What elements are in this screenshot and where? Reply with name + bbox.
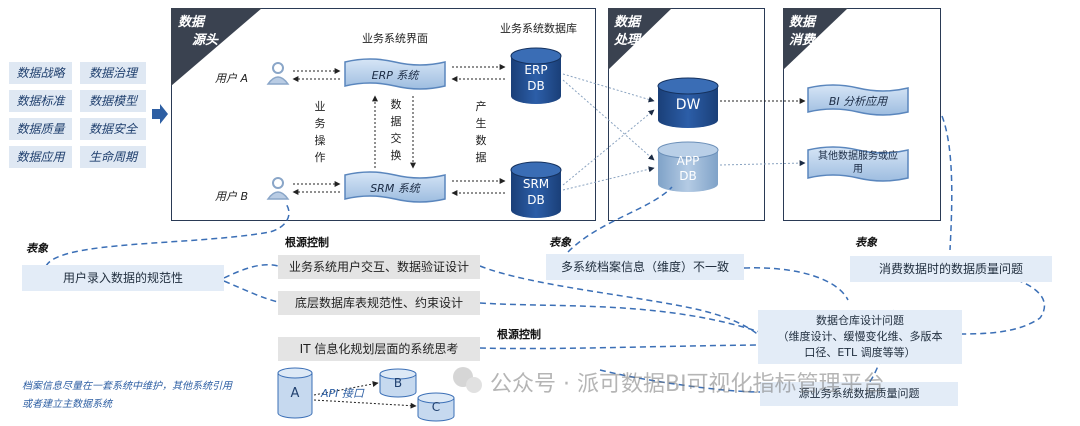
api-label: API 接口 — [321, 387, 364, 400]
exchange-label: 数据交换 — [390, 98, 402, 162]
erp-system-shape — [344, 58, 446, 90]
db-a-label: A — [290, 386, 300, 401]
user-b-label: 用户 B — [215, 190, 249, 203]
dw-db-icon — [657, 77, 719, 128]
it-planning-box: IT 信息化规划层面的系统思考 — [278, 337, 480, 361]
db-section-title: 业务系统数据库 — [500, 22, 577, 35]
gov-tag: 数据战略 — [9, 62, 72, 84]
consumption-quality-box: 消费数据时的数据质量问题 — [850, 256, 1052, 282]
other-service-label: 其他数据服务或应用 — [818, 151, 898, 175]
source-quality-box: 源业务系统数据质量问题 — [760, 382, 958, 406]
gov-tag: 数据应用 — [9, 146, 72, 168]
user-input-box: 用户录入数据的规范性 — [22, 265, 224, 291]
wechat-icon — [453, 367, 482, 393]
erp-system-label: ERP 系统 — [371, 69, 419, 82]
surface-header-1: 表象 — [26, 242, 48, 255]
gov-tag: 数据质量 — [9, 118, 72, 140]
panel-tab-shape — [783, 8, 848, 70]
gov-tag: 生命周期 — [80, 146, 146, 168]
srm-system-shape — [344, 171, 446, 203]
flow-arrow — [152, 104, 168, 124]
panel-tab-shape — [608, 8, 672, 70]
root-header-1: 根源控制 — [285, 236, 329, 249]
db-a-icon — [277, 367, 313, 419]
db-c-icon — [417, 392, 455, 422]
ui-section-title: 业务系统界面 — [362, 32, 428, 45]
user-b-icon — [266, 177, 290, 200]
gov-tag: 数据治理 — [80, 62, 146, 84]
ops-label: 业务操作 — [314, 100, 326, 164]
gov-tag: 数据模型 — [80, 90, 146, 112]
erp-db-icon — [510, 47, 562, 104]
bi-app-label: BI 分析应用 — [828, 95, 888, 108]
surface-header-2: 表象 — [549, 236, 571, 249]
archive-note: 档案信息尽量在一套系统中维护，其他系统引用或者建立主数据系统 — [22, 381, 232, 410]
panel-tab-processing: 数据处理 — [614, 15, 641, 48]
gov-tag: 数据安全 — [80, 118, 146, 140]
surface-header-3: 表象 — [855, 236, 877, 249]
srm-db-icon — [510, 161, 562, 218]
gov-tag: 数据标准 — [9, 90, 72, 112]
app-db-icon — [657, 141, 719, 192]
root-header-2: 根源控制 — [497, 328, 541, 341]
srm-system-label: SRM 系统 — [370, 182, 420, 195]
produce-label: 产生数据 — [475, 100, 487, 164]
dw-db-label: DW — [675, 97, 701, 113]
user-a-label: 用户 A — [215, 72, 249, 85]
db-b-icon — [379, 368, 417, 398]
interaction-design-box: 业务系统用户交互、数据验证设计 — [278, 255, 480, 279]
db-norm-box: 底层数据库表规范性、约束设计 — [278, 291, 480, 315]
db-c-label: C — [431, 400, 441, 414]
other-service-shape — [807, 146, 909, 182]
db-b-label: B — [393, 376, 403, 390]
warehouse-design-box: 数据仓库设计问题（维度设计、缓慢变化维、多版本口径、ETL 调度等等） — [758, 310, 962, 364]
user-a-icon — [266, 62, 290, 85]
panel-tab-shape — [171, 8, 262, 86]
panel-tab-source: 数据源头 — [178, 15, 219, 48]
bi-app-shape — [807, 84, 909, 116]
watermark-text: 公众号 · 派可数据BI可视化指标管理平台 — [490, 372, 885, 397]
panel-tab-consumption: 数据消费 — [789, 15, 816, 48]
archive-inconsistency-box: 多系统档案信息（维度）不一致 — [546, 254, 744, 280]
